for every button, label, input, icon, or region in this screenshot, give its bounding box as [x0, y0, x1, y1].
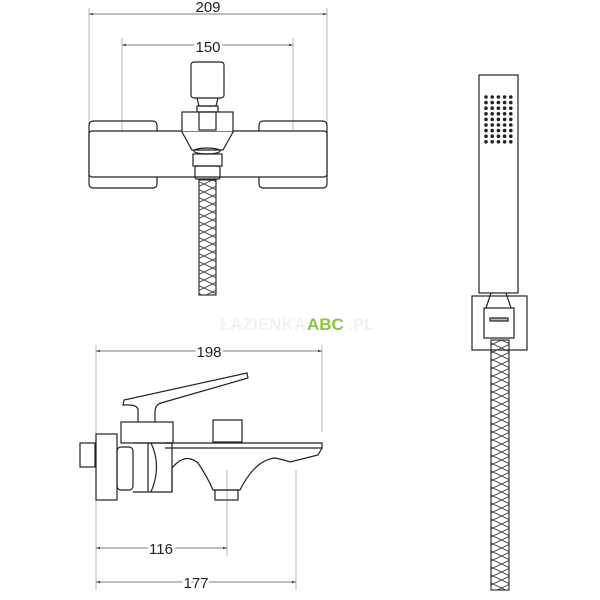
- nozzle-dot: [509, 100, 513, 105]
- nozzle-dot: [502, 128, 507, 133]
- nozzle-dot: [502, 106, 507, 110]
- nozzle-dot: [509, 123, 513, 127]
- top-view: [88, 8, 328, 296]
- watermark-logo: ŁAZIENKA ABC .PL: [220, 315, 374, 334]
- nozzle-dot: [496, 106, 501, 110]
- nozzle-dot: [496, 95, 501, 99]
- nozzle-dot: [496, 123, 501, 127]
- nozzle-dot: [509, 140, 513, 144]
- nozzle-dot: [490, 123, 495, 127]
- dim-150: 150: [195, 39, 220, 56]
- nozzle-dot: [496, 140, 501, 144]
- nozzle-dot: [484, 128, 488, 133]
- svg-text:ŁAZIENKA: ŁAZIENKA: [220, 315, 306, 334]
- nozzle-dot: [509, 106, 513, 110]
- dim-116: 116: [149, 541, 173, 558]
- nozzle-dot: [490, 128, 495, 133]
- nozzle-dot: [496, 112, 501, 116]
- nozzle-dot: [490, 95, 495, 99]
- nozzle-dot: [490, 106, 495, 110]
- nozzle-dot: [496, 117, 501, 122]
- nozzle-dot: [509, 95, 513, 99]
- watermark-brand: ABC: [307, 315, 344, 334]
- nozzle-dot: [484, 100, 488, 105]
- nozzle-dot: [502, 100, 507, 105]
- nozzle-dot: [496, 100, 501, 105]
- nozzle-dot: [502, 123, 507, 127]
- nozzle-dot: [484, 106, 488, 110]
- nozzle-dot: [509, 117, 513, 122]
- side-view: [79, 345, 323, 590]
- nozzle-dot: [490, 112, 495, 116]
- nozzle-dot: [502, 117, 507, 122]
- nozzle-dot: [484, 95, 488, 99]
- nozzle-grid: [484, 95, 513, 144]
- nozzle-dot: [484, 112, 488, 116]
- nozzle-dot: [484, 140, 488, 144]
- dim-198: 198: [196, 344, 221, 361]
- nozzle-dot: [484, 123, 488, 127]
- nozzle-dot: [484, 134, 488, 138]
- nozzle-dot: [502, 95, 507, 99]
- dim-177: 177: [183, 575, 208, 592]
- nozzle-dot: [502, 140, 507, 144]
- nozzle-dot: [490, 140, 495, 144]
- nozzle-dot: [496, 128, 501, 133]
- nozzle-dot: [490, 100, 495, 105]
- nozzle-dot: [490, 117, 495, 122]
- nozzle-dot: [502, 134, 507, 138]
- nozzle-dot: [509, 112, 513, 116]
- hand-shower: [471, 74, 528, 591]
- nozzle-dot: [509, 134, 513, 138]
- nozzle-dot: [490, 134, 495, 138]
- nozzle-dot: [484, 117, 488, 122]
- svg-text:.PL: .PL: [348, 315, 374, 334]
- nozzle-dot: [509, 128, 513, 133]
- nozzle-dot: [496, 134, 501, 138]
- dim-209: 209: [195, 0, 220, 16]
- nozzle-dot: [502, 112, 507, 116]
